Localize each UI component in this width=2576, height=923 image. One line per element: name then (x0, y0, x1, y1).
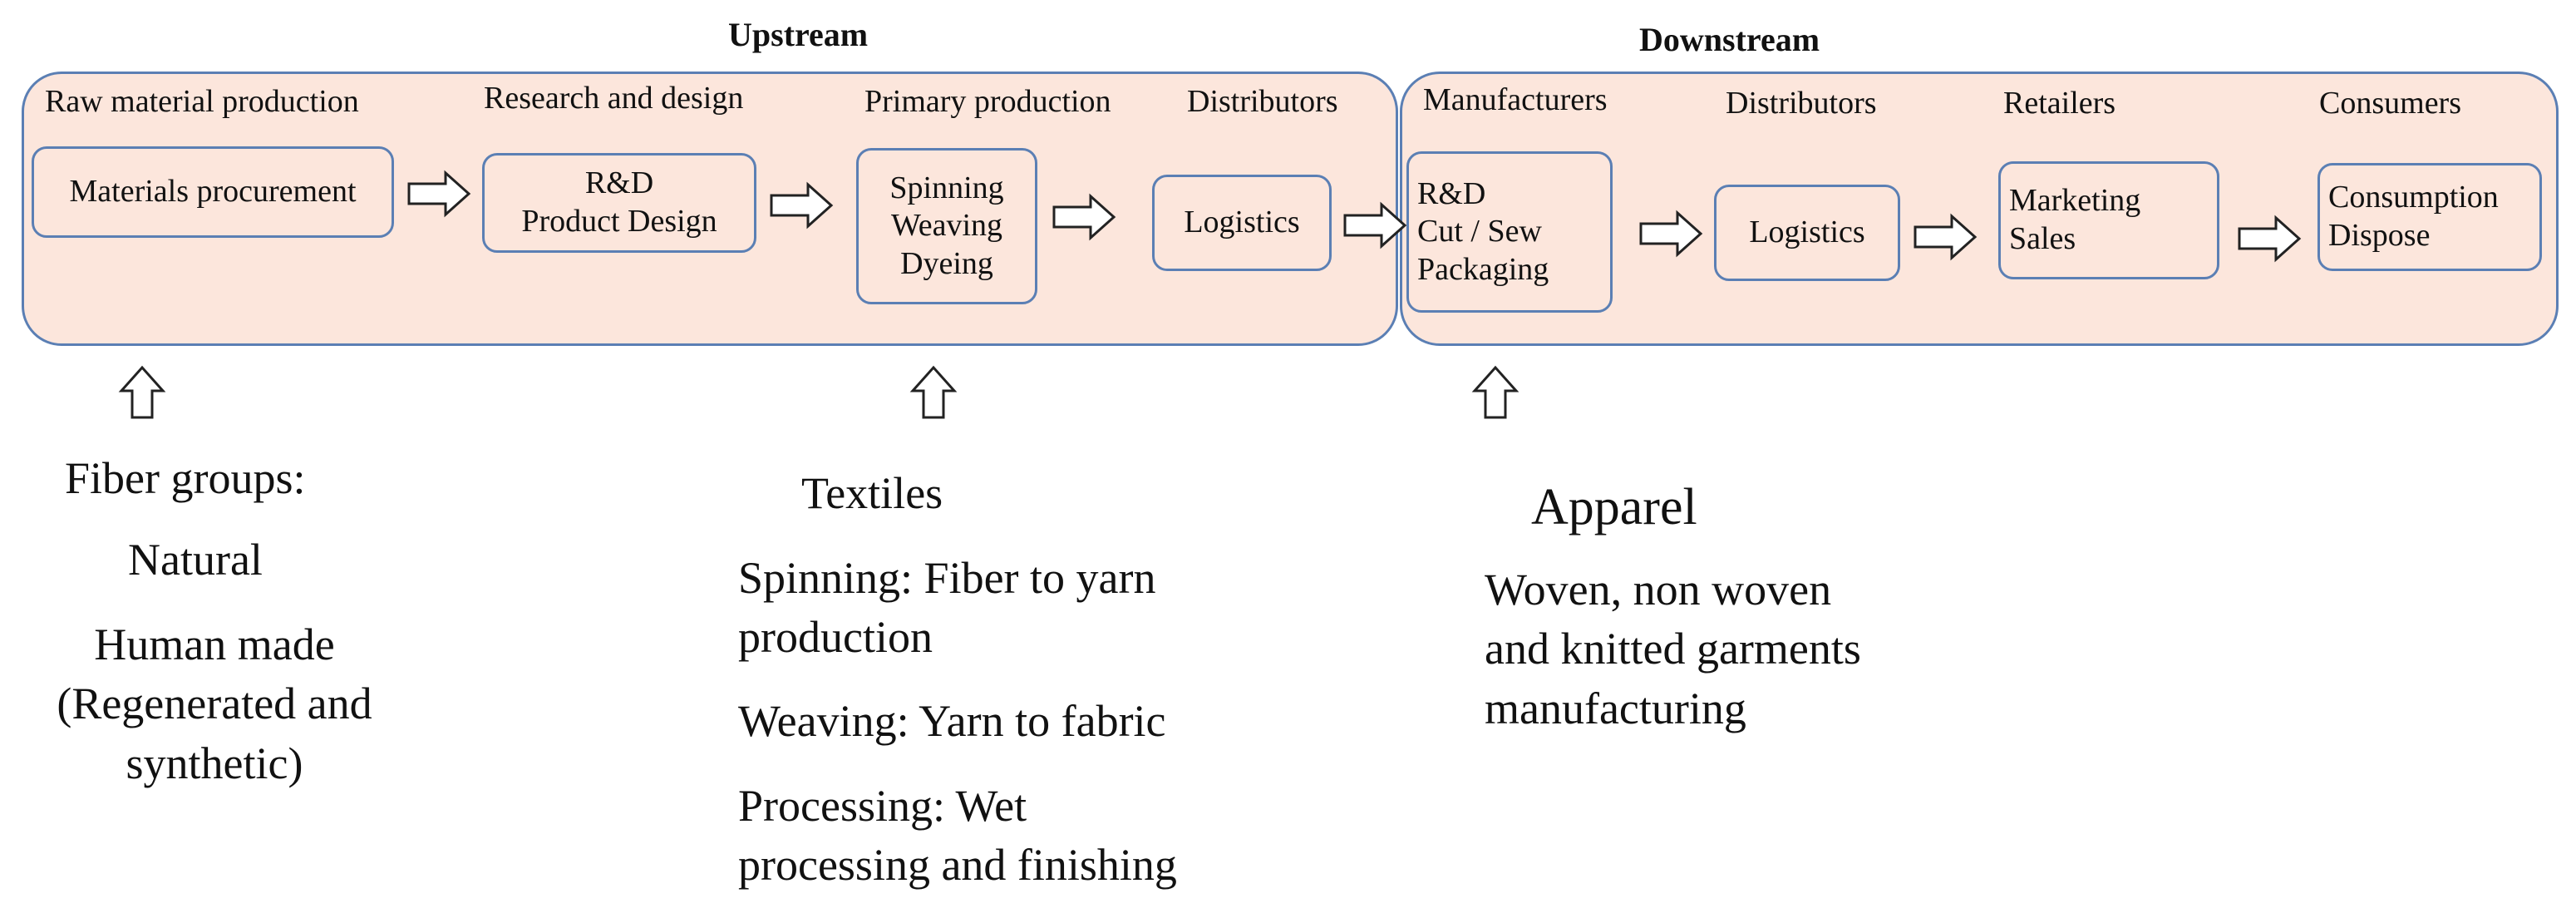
arrow-right-icon (1639, 210, 1703, 258)
downstream-heading: Downstream (1639, 21, 1820, 58)
logistics-downstream-label: Logistics (1749, 215, 1865, 250)
arrow-right-icon (2238, 215, 2302, 263)
stage-research-design: Research and design (484, 81, 744, 116)
upstream-heading: Upstream (728, 16, 869, 53)
arrow-right-icon (407, 170, 471, 218)
spinning-weaving-dyeing-box: Spinning Weaving Dyeing (856, 148, 1037, 304)
textiles-processing: Processing: Wet processing and finishing (738, 781, 1177, 891)
apparel-description: Woven, non woven and knitted garments ma… (1485, 565, 1861, 733)
stage-raw-material: Raw material production (45, 84, 359, 119)
materials-procurement-box: Materials procurement (32, 146, 394, 238)
logistics-upstream-box: Logistics (1152, 175, 1332, 271)
marketing-sales-label: Marketing Sales (2009, 183, 2141, 256)
logistics-upstream-label: Logistics (1184, 205, 1300, 240)
spinning-weaving-dyeing-label: Spinning Weaving Dyeing (889, 170, 1004, 281)
manufacturing-box: R&D Cut / Sew Packaging (1406, 151, 1613, 313)
fiber-natural: Natural (128, 535, 263, 585)
textiles-weaving: Weaving: Yarn to fabric (738, 696, 1166, 746)
manufacturing-label: R&D Cut / Sew Packaging (1417, 175, 1549, 287)
arrow-right-icon (1052, 193, 1116, 241)
fiber-human-made: Human made (Regenerated and synthetic) (57, 619, 372, 788)
apparel-title: Apparel (1531, 479, 1697, 536)
arrow-up-icon (909, 365, 958, 419)
stage-consumers: Consumers (2319, 86, 2461, 121)
materials-procurement-label: Materials procurement (69, 174, 357, 210)
textiles-spinning: Spinning: Fiber to yarn production (738, 553, 1156, 663)
arrow-up-icon (1471, 365, 1519, 419)
arrow-right-icon (770, 181, 834, 230)
arrow-right-icon (1914, 213, 1978, 261)
stage-manufacturers: Manufacturers (1423, 82, 1608, 117)
logistics-downstream-box: Logistics (1714, 185, 1900, 281)
stage-distributors-upstream: Distributors (1187, 84, 1338, 119)
rnd-product-design-box: R&D Product Design (482, 153, 756, 253)
marketing-sales-box: Marketing Sales (1998, 161, 2219, 279)
stage-primary-production: Primary production (864, 84, 1111, 119)
textiles-title: Textiles (801, 468, 943, 518)
consumption-dispose-label: Consumption Dispose (2328, 180, 2499, 253)
consumption-dispose-box: Consumption Dispose (2317, 163, 2542, 271)
stage-retailers: Retailers (2003, 86, 2116, 121)
arrow-up-icon (118, 365, 166, 419)
rnd-product-design-label: R&D Product Design (521, 165, 717, 239)
stage-distributors-downstream: Distributors (1726, 86, 1877, 121)
fiber-groups-title: Fiber groups: (65, 453, 306, 503)
arrow-right-icon (1343, 201, 1407, 249)
